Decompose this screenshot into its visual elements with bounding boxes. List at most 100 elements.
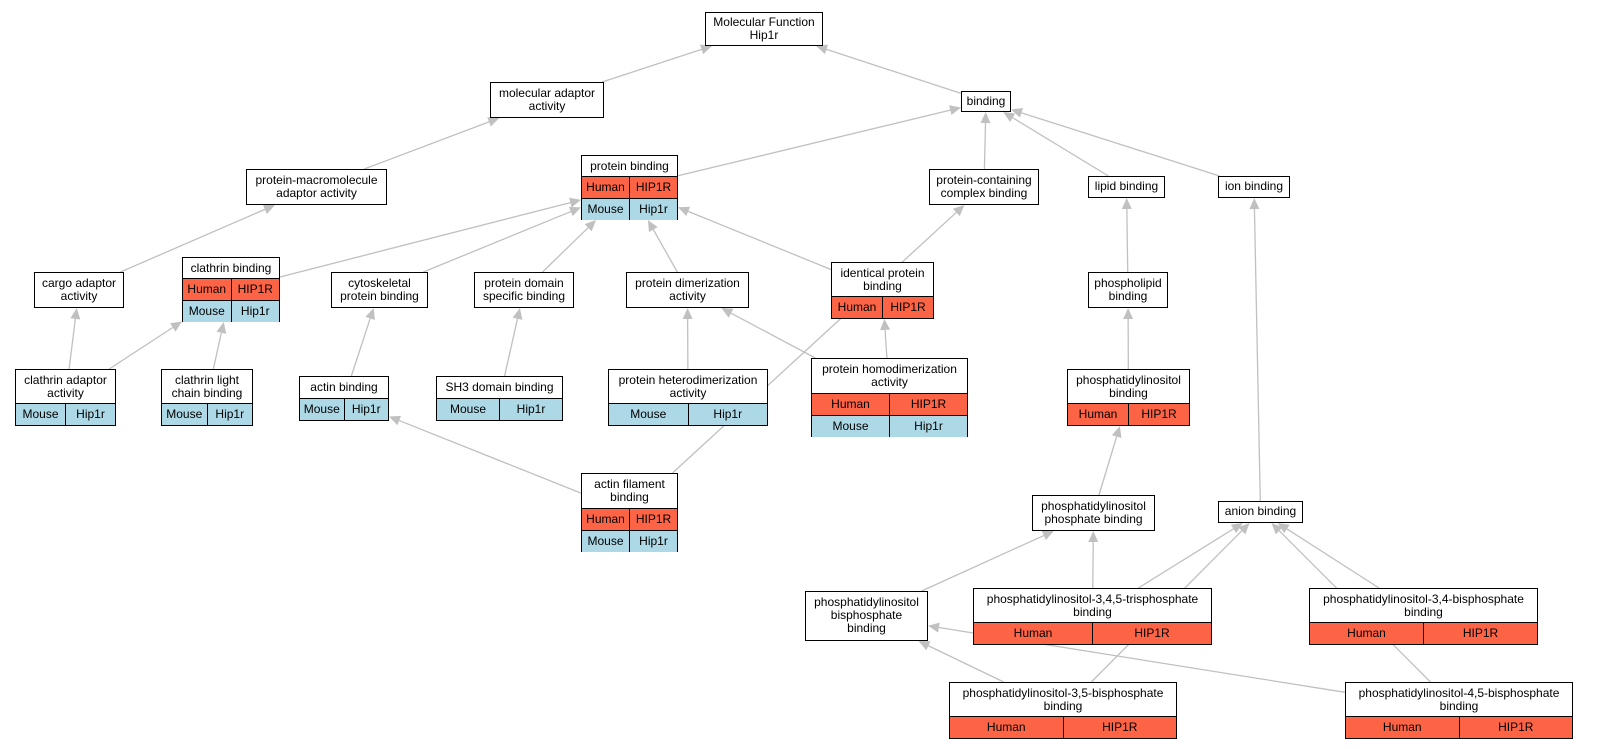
gene-cell: Hip1r	[499, 399, 562, 421]
node-label: actin filament binding	[594, 477, 665, 505]
arrowhead	[700, 44, 713, 55]
arrowhead	[1230, 523, 1243, 534]
species-cell: Mouse	[630, 407, 667, 422]
edge-sh3-domain-binding-to-protein-domain-specific-binding	[503, 318, 519, 377]
edge-pi-34-bisphosphate-binding-to-anion-binding	[1286, 528, 1380, 589]
edge-lipid-binding-to-binding	[1012, 117, 1109, 177]
edge-protein-homodimerization-to-protein-dimerization	[730, 312, 816, 359]
gene-cell: Hip1r	[629, 199, 677, 221]
arrowhead	[918, 641, 931, 651]
species-cell: Mouse	[166, 407, 203, 422]
edge-protein-dimerization-to-protein-binding	[652, 229, 678, 273]
node-protein-dimerization[interactable]: protein dimerization activity	[626, 272, 749, 308]
node-label: phospholipid binding	[1094, 275, 1162, 303]
gene-cell: Hip1r	[687, 404, 768, 426]
gene-cell: Hip1r	[230, 301, 280, 323]
node-label: phosphatidylinositol-3,5-bisphosphate bi…	[962, 685, 1164, 713]
node-label: clathrin light chain binding	[171, 372, 243, 400]
edge-protein-macromolecule-adaptor-to-molecular-adaptor	[363, 121, 490, 170]
node-phosphatidylinositol-phosphate-binding[interactable]: phosphatidylinositol phosphate binding	[1032, 495, 1155, 531]
node-root[interactable]: Molecular Function Hip1r	[705, 12, 823, 46]
arrowhead	[1238, 523, 1250, 535]
node-label: phosphatidylinositol bisphosphate bindin…	[814, 595, 919, 636]
node-label: protein binding	[590, 158, 669, 173]
node-ion-binding[interactable]: ion binding	[1218, 176, 1290, 198]
gene-cell: HIP1R	[889, 394, 967, 416]
node-cytoskeletal-protein-binding[interactable]: cytoskeletal protein binding	[331, 272, 428, 308]
node-protein-macromolecule-adaptor[interactable]: protein-macromolecule adaptor activity	[246, 169, 387, 205]
node-anion-binding[interactable]: anion binding	[1218, 501, 1303, 523]
node-label: protein heterodimerization activity	[618, 372, 758, 400]
arrowhead	[1111, 426, 1122, 438]
arrowhead	[678, 206, 691, 217]
edge-clathrin-adaptor-to-cargo-adaptor	[68, 318, 77, 370]
arrowhead	[721, 308, 734, 318]
node-label: protein-macromolecule adaptor activity	[255, 172, 378, 200]
arrowhead	[880, 319, 891, 331]
gene-cell: HIP1R	[1062, 717, 1177, 739]
arrowhead	[1277, 523, 1290, 534]
node-pi-45-bisphosphate-binding[interactable]: phosphatidylinositol-4,5-bisphosphate bi…	[1345, 682, 1573, 739]
gene-cell: Hip1r	[206, 404, 253, 426]
gene-cell: HIP1R	[882, 297, 933, 319]
edge-pi-35-bisphosphate-binding-to-pi-bisphosphate-binding	[928, 645, 1005, 683]
arrowhead	[952, 205, 965, 217]
edge-clathrin-binding-to-protein-binding	[279, 202, 571, 278]
edge-actin-binding-to-cytoskeletal-protein-binding	[350, 318, 371, 377]
arrowhead	[389, 415, 402, 426]
node-label: cytoskeletal protein binding	[340, 275, 419, 303]
node-label: actin binding	[310, 380, 378, 395]
node-pi-34-bisphosphate-binding[interactable]: phosphatidylinositol-3,4-bisphosphate bi…	[1309, 588, 1538, 645]
arrowhead	[928, 622, 940, 633]
arrowhead	[584, 220, 597, 232]
edge-phosphatidylinositol-phosphate-binding-to-phosphatidylinositol-binding	[1098, 436, 1118, 496]
node-label: phosphatidylinositol-3,4,5-trisphosphate…	[986, 591, 1199, 619]
gene-cell: HIP1R	[1128, 404, 1189, 426]
arrowhead	[262, 204, 275, 214]
node-binding[interactable]: binding	[961, 91, 1011, 112]
node-label: protein domain specific binding	[482, 275, 566, 303]
species-cell: Human	[837, 300, 877, 315]
edge-pi-345-trisphosphate-binding-to-anion-binding	[1137, 528, 1234, 589]
node-protein-domain-specific-binding[interactable]: protein domain specific binding	[474, 272, 574, 308]
human-annotation-row: Human HIP1R	[832, 296, 933, 319]
node-phospholipid-binding[interactable]: phospholipid binding	[1088, 272, 1168, 308]
node-label: lipid binding	[1094, 179, 1159, 194]
node-pi-35-bisphosphate-binding[interactable]: phosphatidylinositol-3,5-bisphosphate bi…	[949, 682, 1177, 739]
arrowhead	[1011, 108, 1023, 118]
node-protein-containing-complex-binding[interactable]: protein-containing complex binding	[929, 169, 1039, 205]
node-cargo-adaptor[interactable]: cargo adaptor activity	[34, 272, 124, 308]
edge-pi-bisphosphate-binding-to-phosphatidylinositol-phosphate-binding	[921, 534, 1045, 592]
arrowhead	[216, 322, 227, 334]
node-label: phosphatidylinositol-3,4-bisphosphate bi…	[1323, 591, 1524, 619]
node-label: cargo adaptor activity	[41, 275, 117, 303]
node-label: protein-containing complex binding	[936, 172, 1032, 200]
gene-cell: Hip1r	[343, 399, 389, 421]
node-label: Molecular Function Hip1r	[713, 14, 815, 42]
node-label: binding	[966, 93, 1006, 108]
node-pi-345-trisphosphate-binding[interactable]: phosphatidylinositol-3,4,5-trisphosphate…	[973, 588, 1212, 645]
node-molecular-adaptor[interactable]: molecular adaptor activity	[490, 82, 604, 118]
node-lipid-binding[interactable]: lipid binding	[1088, 176, 1165, 198]
node-label: anion binding	[1224, 504, 1297, 519]
arrowhead	[647, 220, 658, 233]
node-pi-bisphosphate-binding[interactable]: phosphatidylinositol bisphosphate bindin…	[805, 591, 928, 641]
